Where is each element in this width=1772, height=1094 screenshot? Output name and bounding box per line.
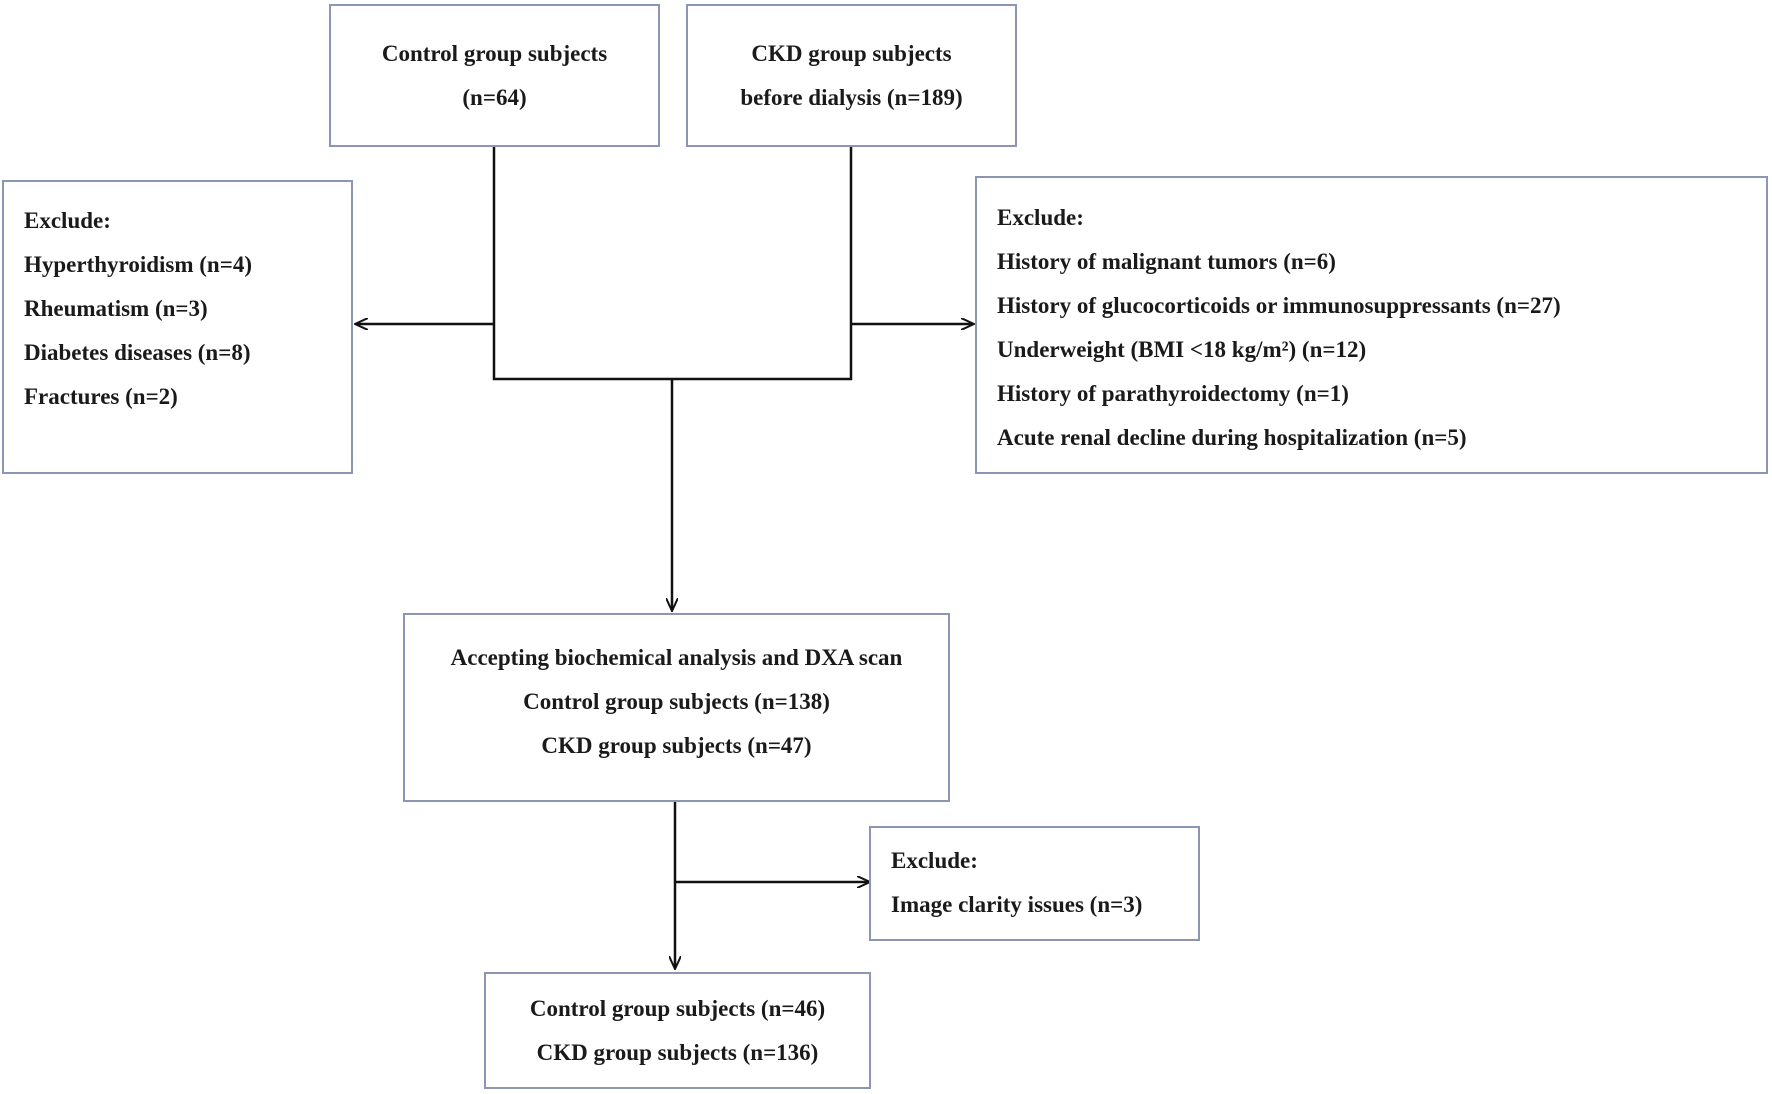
exclude-control-header: Exclude:	[24, 208, 111, 233]
exclude-control-item: Fractures (n=2)	[24, 384, 178, 409]
exclude-ckd-item: Acute renal decline during hospitalizati…	[997, 425, 1467, 450]
exclude-image-box: Exclude: Image clarity issues (n=3)	[869, 826, 1200, 941]
control-start-line2: (n=64)	[462, 85, 527, 110]
ckd-start-line1: CKD group subjects	[751, 41, 952, 66]
exclude-ckd-item: History of glucocorticoids or immunosupp…	[997, 293, 1561, 318]
control-start-box: Control group subjects (n=64)	[329, 4, 660, 147]
analysis-box: Accepting biochemical analysis and DXA s…	[403, 613, 950, 802]
exclude-control-item: Diabetes diseases (n=8)	[24, 340, 251, 365]
connector-start-bracket	[492, 146, 853, 381]
exclude-ckd-box: Exclude: History of malignant tumors (n=…	[975, 176, 1768, 474]
exclude-ckd-item: History of malignant tumors (n=6)	[997, 249, 1336, 274]
exclude-control-item: Rheumatism (n=3)	[24, 296, 208, 321]
analysis-line3: CKD group subjects (n=47)	[541, 733, 812, 758]
ckd-start-box: CKD group subjects before dialysis (n=18…	[686, 4, 1017, 147]
exclude-ckd-item: History of parathyroidectomy (n=1)	[997, 381, 1349, 406]
exclude-ckd-header: Exclude:	[997, 205, 1084, 230]
control-start-line1: Control group subjects	[381, 41, 608, 66]
analysis-line2: Control group subjects (n=138)	[523, 689, 830, 714]
final-line2: CKD group subjects (n=136)	[536, 1040, 819, 1065]
exclude-control-item: Hyperthyroidism (n=4)	[24, 252, 252, 277]
ckd-start-line2: before dialysis (n=189)	[740, 85, 963, 110]
final-box: Control group subjects (n=46) CKD group …	[484, 972, 871, 1089]
exclude-ckd-item: Underweight (BMI <18 kg/m²) (n=12)	[997, 337, 1367, 362]
exclude-control-box: Exclude: Hyperthyroidism (n=4) Rheumatis…	[2, 180, 353, 474]
analysis-line1: Accepting biochemical analysis and DXA s…	[450, 645, 903, 670]
final-line1: Control group subjects (n=46)	[529, 996, 826, 1021]
exclude-image-header: Exclude:	[891, 848, 978, 873]
exclude-image-item: Image clarity issues (n=3)	[891, 892, 1143, 917]
